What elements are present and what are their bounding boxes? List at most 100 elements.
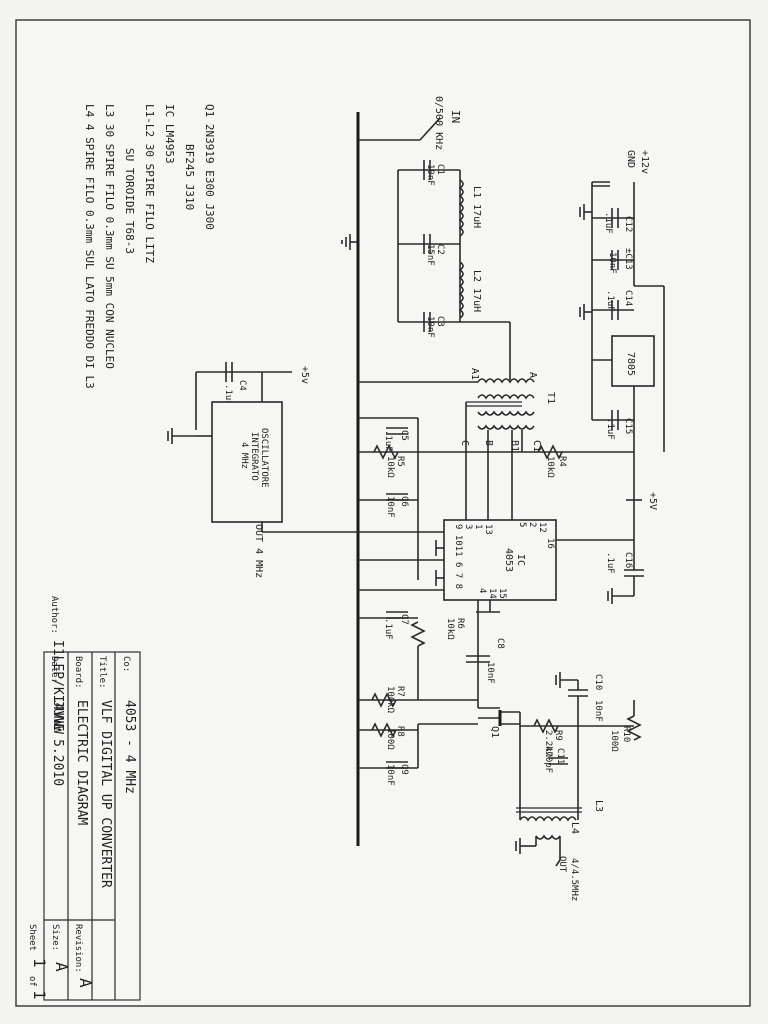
r10-value: 100Ω [609,730,619,752]
ic-part: 4053 [503,548,514,572]
t1-label: T1 [545,392,556,404]
r8-label: R8 [395,726,405,737]
r4-label: R4 [557,456,567,467]
ic-label: IC [515,554,526,566]
c11-value: 470pF [543,746,553,773]
ic-pin-13: 13 [483,524,493,535]
note-line-1: Q1 2N3919 E300 J300 [203,104,216,230]
c3-label: C3 [435,316,445,327]
ic-pin-12: 12 [537,522,547,533]
c2-value: 15nF [425,244,435,266]
r6-label: R6 [455,618,465,629]
r10-resistor [626,715,642,741]
l3-inductor [519,816,577,822]
r8-resistor [371,722,397,738]
c1-label: C1 [435,164,445,175]
revision-value: A [76,978,95,988]
input-filter: IN 0/500 KHz C1 10nF L1 17uH C2 15nF L2 … [358,96,511,380]
sheet-border [15,19,751,1007]
c1-value: 10nF [425,164,435,186]
revision-label: Revision: [73,924,83,973]
r9-resistor [533,718,559,734]
t1-pin-b1: B1 [509,440,520,452]
c6-label: C6 [399,496,409,507]
r4-value: 10kΩ [545,456,555,478]
l2-label: L2 17uH [471,270,482,312]
output-frequency: 4/4.5MHz [569,858,579,901]
l4-label: L4 [569,822,580,834]
c12-value: .1uF [603,212,613,234]
regulator-label: 7805 [625,352,636,376]
osc-line-1: OSCILLATORE [259,428,269,488]
regulator-7805 [611,335,655,387]
output-label: OUT [557,856,567,873]
title-block: Co: Title: Board: Date: Revision: Size: … [27,596,141,1001]
c7-label: C7 [399,614,409,625]
r6-value: 10kΩ [445,618,455,640]
co-label: Co: [121,656,131,672]
sheet-label: Sheet [27,924,37,951]
ic-pin-1: 1 [473,524,483,529]
l1-label: L1 17uH [471,186,482,228]
gnd-label: GND [625,150,636,168]
ic-pin-4: 4 [477,588,487,593]
ic-pin-5: 5 [517,522,527,527]
r7-value: 100kΩ [385,686,395,714]
author-value: I1LEP/KI4VWW [50,640,65,734]
c16-value: .1uF [605,552,615,574]
c4-label: C4 [237,380,247,391]
title-value: VLF DIGITAL UP CONVERTER [98,700,113,888]
c10-value: 10nF [593,700,603,722]
author-label: Author: [49,596,59,634]
bias-network: C5 .1uF R5 10kΩ R4 10kΩ C6 10nF +5V [358,417,658,580]
c3-value: 10nF [425,316,435,338]
input-frequency: 0/500 KHz [433,96,444,150]
c8-value: 10nF [485,662,495,684]
note-line-5: SU TOROIDE T68-3 [123,148,136,254]
r9-label: R9 [553,730,563,741]
r7-resistor [371,692,397,708]
c8-label: C8 [495,638,505,649]
c4-value: .1uF [223,384,233,406]
c5-label: C5 [399,430,409,441]
power-supply: +12v GND C12 .1uF ±C13 10nF C14 .1uF [579,150,665,452]
c7-value: .1uF [383,618,393,640]
c11-label: C11 [555,748,565,764]
output-stage: C7 .1uF R6 10kΩ C8 10nF R7 100kΩ Q1 R8 1… [358,611,642,901]
c13-value: 10nF [607,252,617,274]
sheet-number: 1 [30,958,49,968]
l2-inductor [458,261,464,319]
ic-pin-16: 16 [545,538,555,549]
r6-resistor [410,621,426,647]
parts-notes: Q1 2N3919 E300 J300 BF245 J310 IC LM4953… [83,104,216,389]
osc-line-2: INTEGRATO [249,432,259,481]
q1-label: Q1 [489,726,500,738]
date-label: Date: [49,656,59,683]
note-line-2: BF245 J310 [183,144,196,210]
c14-value: .1uF [605,290,615,312]
osc-line-3: 4 MHz [239,442,249,469]
co-value: 4053 - 4 MHz [122,700,137,794]
r4-resistor [537,444,563,460]
plus5-label-ic: +5V [647,492,658,510]
sheet-total: 1 [30,990,49,1000]
size-value: A [52,962,71,972]
c16-label: C16 [623,552,633,568]
input-label: IN [449,110,462,123]
l3-label: L3 [593,800,604,812]
ic-pin-15: 15 [497,588,507,599]
oscillator-block [211,401,283,523]
ic-pin-3: 3 [463,524,473,529]
note-line-3: IC LM4953 [163,104,176,164]
board-value: ELECTRIC DIAGRAM [74,700,89,825]
c6-value: 10nF [385,496,395,518]
size-label: Size: [50,924,60,951]
ic-pin-14: 14 [487,588,497,599]
t1-pin-b: B [483,440,494,446]
r5-label: R5 [395,456,405,467]
plus5-label-osc: +5v [299,366,310,384]
note-line-7: L4 4 SPIRE FILO 0.3mm SUL LATO FREDDO DI… [83,104,96,389]
of-label: of [27,976,37,987]
ic-pins-9-10-11: 9 1011 [453,524,463,557]
